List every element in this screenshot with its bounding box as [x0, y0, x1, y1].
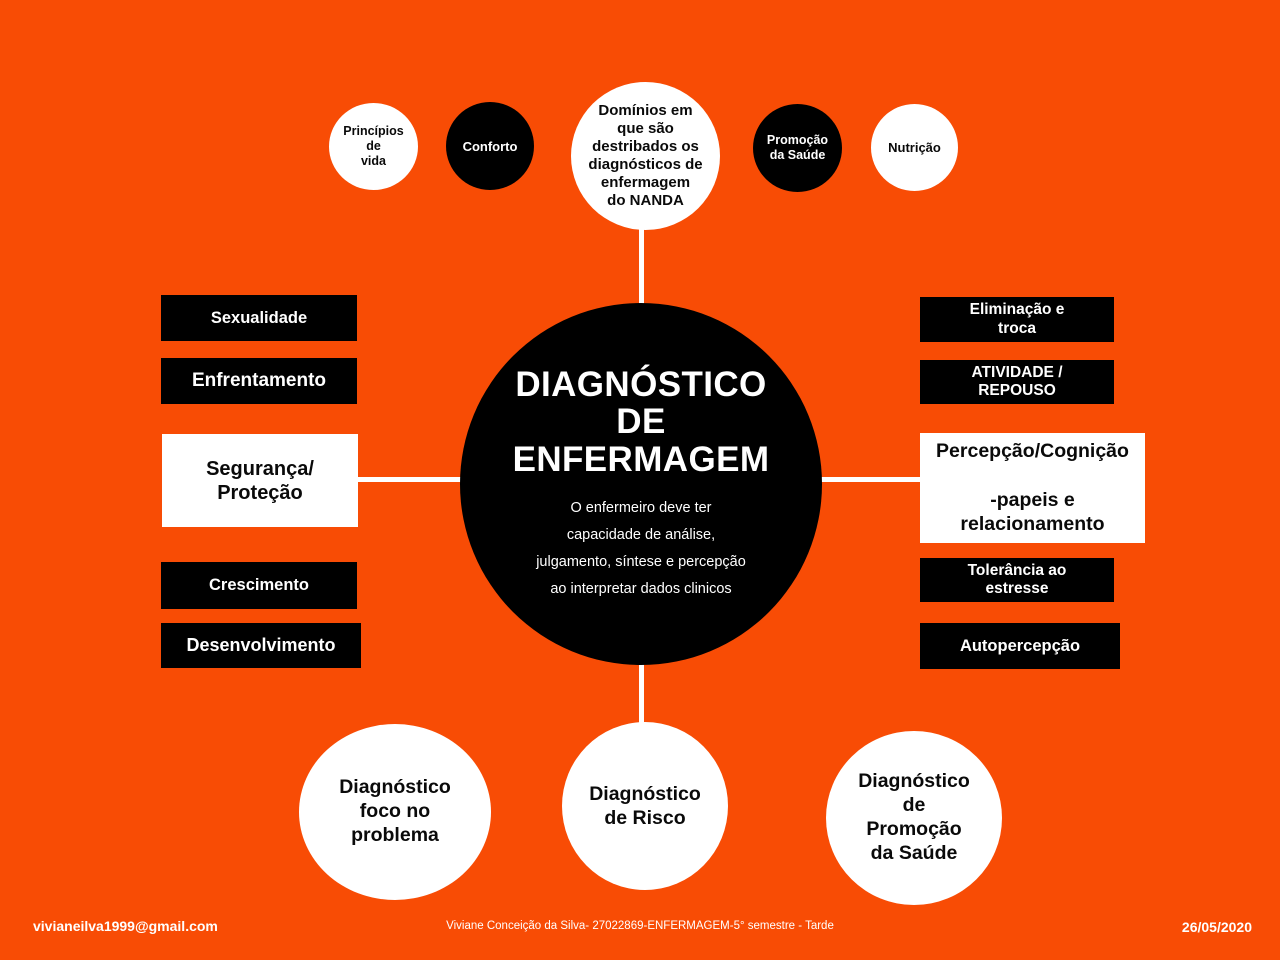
box-label: Autopercepção: [959, 636, 1081, 655]
box-label: Tolerância ao estresse: [967, 561, 1067, 597]
box-atividade-repouso[interactable]: ATIVIDADE / REPOUSO: [920, 360, 1114, 404]
box-label: Crescimento: [209, 576, 309, 594]
box-autopercepcao[interactable]: Autopercepção: [920, 623, 1120, 669]
center-node-title: DIAGNÓSTICO DE ENFERMAGEM: [512, 364, 770, 480]
bubble-label: Conforto: [462, 138, 518, 154]
footer-author-line: Viviane Conceição da Silva- 27022869-ENF…: [446, 920, 834, 932]
box-desenvolvimento[interactable]: Desenvolvimento: [161, 623, 361, 668]
bubble-label: Diagnóstico de Risco: [589, 782, 701, 829]
box-crescimento[interactable]: Crescimento: [161, 562, 357, 609]
center-node-description: O enfermeiro deve ter capacidade de anál…: [536, 500, 746, 597]
box-label: Percepção/Cognição -papeis e relacioname…: [936, 440, 1129, 536]
box-tolerancia-ao-estresse[interactable]: Tolerância ao estresse: [920, 558, 1114, 602]
center-node-diagnostico-de-enfermagem[interactable]: DIAGNÓSTICO DE ENFERMAGEM O enfermeiro d…: [460, 303, 822, 665]
box-label: ATIVIDADE / REPOUSO: [971, 363, 1063, 399]
bubble-label: Diagnóstico foco no problema: [339, 776, 451, 846]
connector-bottom: [639, 652, 644, 724]
box-seguranca-protecao[interactable]: Segurança/ Proteção: [162, 434, 358, 527]
footer-date: 26/05/2020: [1181, 919, 1252, 935]
bubble-nutricao[interactable]: Nutrição: [871, 104, 958, 191]
bubble-label: Promoção da Saúde: [766, 132, 829, 162]
bubble-label: Nutrição: [888, 140, 941, 155]
box-label: Desenvolvimento: [186, 635, 336, 655]
box-label: Sexualidade: [210, 308, 308, 327]
connector-top: [639, 228, 644, 308]
box-eliminacao-e-troca[interactable]: Eliminação e troca: [920, 297, 1114, 342]
box-enfrentamento[interactable]: Enfrentamento: [161, 358, 357, 404]
box-sexualidade[interactable]: Sexualidade: [161, 295, 357, 341]
box-label: Enfrentamento: [191, 370, 327, 391]
box-percepcao-cognicao[interactable]: Percepção/Cognição -papeis e relacioname…: [920, 433, 1145, 543]
box-label: Eliminação e troca: [969, 301, 1065, 337]
box-label: Segurança/ Proteção: [206, 457, 314, 504]
bubble-promocao-da-saude[interactable]: Promoção da Saúde: [753, 104, 842, 192]
footer-email: vivianeilva1999@gmail.com: [33, 918, 218, 934]
bubble-conforto[interactable]: Conforto: [446, 102, 534, 190]
bubble-diagnostico-de-promocao-da-saude[interactable]: Diagnóstico de Promoção da Saúde: [826, 731, 1002, 905]
bubble-dominios-nanda[interactable]: Domínios em que são destribados os diagn…: [571, 82, 720, 230]
connector-left: [356, 477, 476, 482]
bubble-label: Domínios em que são destribados os diagn…: [588, 102, 703, 209]
connector-right: [806, 477, 922, 482]
bubble-principios-de-vida[interactable]: Princípios de vida: [329, 103, 418, 190]
bubble-diagnostico-foco-no-problema[interactable]: Diagnóstico foco no problema: [299, 724, 491, 900]
bubble-label: Diagnóstico de Promoção da Saúde: [858, 770, 970, 864]
bubble-label: Princípios de vida: [343, 123, 404, 169]
bubble-diagnostico-de-risco[interactable]: Diagnóstico de Risco: [562, 722, 728, 890]
